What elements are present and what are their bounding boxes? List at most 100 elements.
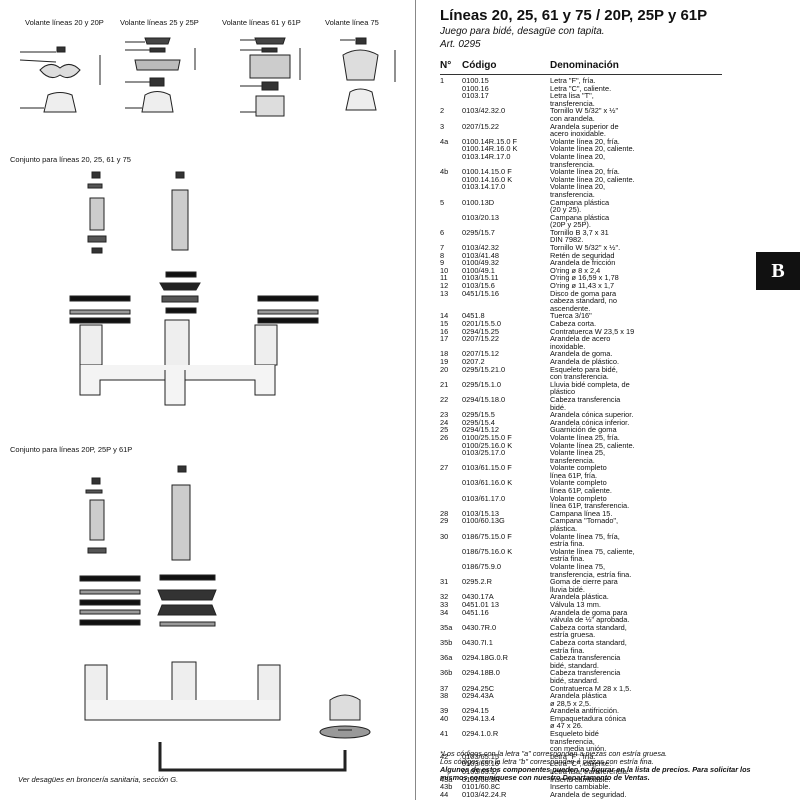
part-number: 22	[440, 394, 449, 404]
part-code: 0186/75.15.0 F 0186/75.16.0 K 0186/75.9.…	[462, 531, 513, 571]
part-number: 44	[440, 789, 449, 799]
part-description: Volante línea 75, fría, estría fina. Vol…	[550, 531, 635, 579]
part-code: 0294.18B.0	[462, 668, 500, 678]
footnote-a: *Los códigos con la letra "a" correspond…	[440, 749, 668, 758]
part-number: 35b	[440, 637, 453, 647]
part-number: 8	[440, 250, 445, 260]
part-description: Goma de cierre para lluvia bidé.	[550, 577, 618, 594]
part-description: Campana plástica (20 y 25). Campana plás…	[550, 197, 610, 230]
part-description: Cabeza transferencia bidé, standard.	[550, 668, 621, 685]
part-description: O'ring ø 8 x 2,4	[550, 265, 601, 275]
part-code: 0294.13.4	[462, 713, 495, 723]
part-number: 29	[440, 516, 449, 526]
assembly-1-drawing	[69, 171, 319, 406]
part-number: 5	[440, 197, 445, 207]
part-description: Cabeza corta standard, estría fina.	[550, 637, 627, 655]
part-code: 0101/60.8C	[462, 782, 501, 792]
part-number: 20	[440, 364, 449, 374]
part-code: 0295/15.4	[462, 417, 495, 427]
part-code: 0100.15 0100.16 0103.17	[462, 76, 489, 101]
part-code: 0451.01 13	[462, 599, 499, 609]
part-description: Arandela superior de acero inoxidable.	[550, 121, 619, 139]
part-description: Esqueleto para bidé, con transferencia.	[550, 364, 618, 382]
part-number: 41	[440, 729, 449, 739]
part-code: 0100.13D 0103/20.13	[462, 197, 499, 222]
part-description: Arandela cónica inferior.	[550, 417, 630, 427]
part-number: 3	[440, 121, 445, 131]
part-number: 43b	[440, 782, 453, 792]
part-number: 25	[440, 425, 449, 435]
part-description: Tuerca 3/16"	[550, 311, 592, 321]
part-code: 0103/42.32.0	[462, 106, 506, 116]
part-description: Contratuerca M 28 x 1,5.	[550, 683, 632, 693]
table-row: 3 0207/15.22 Arandela superior de acero in…	[440, 121, 725, 139]
part-description: Letra "F", fría. Letra "C", caliente. Le…	[550, 751, 629, 777]
part-number: 4b	[440, 167, 449, 177]
part-description: Contratuerca W 23,5 x 19	[550, 326, 635, 336]
part-description: Cabeza transferencia bidé, standard.	[550, 653, 621, 670]
part-number: 18	[440, 349, 449, 359]
part-code: 0294.1.0.R	[462, 729, 499, 739]
part-code: 0201/15.5.0	[462, 319, 502, 328]
part-code: 0295/15.1.0	[462, 379, 502, 389]
part-description: Volante línea 25, fría. Volante línea 25…	[550, 432, 635, 465]
part-number: 40	[440, 713, 449, 723]
part-description: Inserto cambiable.	[550, 774, 611, 784]
part-code: 0103/42.32	[462, 243, 499, 253]
part-description: Arandela cónica superior.	[550, 410, 634, 420]
part-code: 0294/15.12	[462, 425, 499, 435]
part-description: Tornillo B 3,7 x 31 DIN 7982.	[550, 227, 609, 245]
page-title: Líneas 20, 25, 61 y 75 / 20P, 25P y 61P	[440, 7, 708, 24]
part-number: 38	[440, 691, 449, 701]
part-code: 0207/15.12	[462, 349, 499, 359]
part-description: O'ring ø 11,43 x 1,7	[550, 281, 615, 291]
label-handle-61: Volante líneas 61 y 61P	[222, 18, 301, 27]
part-code: 0100/49.32	[462, 258, 499, 268]
part-description: Guarnición de goma	[550, 425, 617, 435]
col-n: N°	[440, 60, 452, 71]
part-code: 0207.2	[462, 356, 485, 366]
exploded-diagram-panel: Volante líneas 20 y 20P Volante líneas 2…	[10, 0, 416, 800]
part-code: 0100.14R.15.0 F 0100.14R.16.0 K 0103.14R…	[462, 136, 518, 161]
part-number: 14	[440, 311, 449, 321]
part-code: 0100/60.13G	[462, 516, 505, 526]
part-code: 0430.7I.1	[462, 637, 493, 647]
part-code: 0103/15.11	[462, 273, 499, 283]
part-number: 9	[440, 258, 445, 268]
part-number: 37	[440, 683, 449, 693]
part-code: 0207/15.22	[462, 121, 499, 131]
label-handle-75: Volante línea 75	[325, 18, 379, 27]
part-description: Volante completo línea 61P, fría. Volant…	[550, 463, 630, 511]
part-number: 1	[440, 76, 445, 85]
part-number: 2	[440, 106, 445, 116]
table-row: 35b 0430.7I.1 Cabeza corta standard, estrí…	[440, 639, 725, 654]
part-code: 0451.8	[462, 311, 485, 321]
part-number: 19	[440, 356, 449, 366]
part-code: 0100/25.15.0 F 0100/25.16.0 K 0103/25.17…	[462, 432, 513, 458]
parts-table-header: N° Código Denominación	[440, 60, 722, 75]
article-number: Art. 0295	[440, 39, 481, 50]
